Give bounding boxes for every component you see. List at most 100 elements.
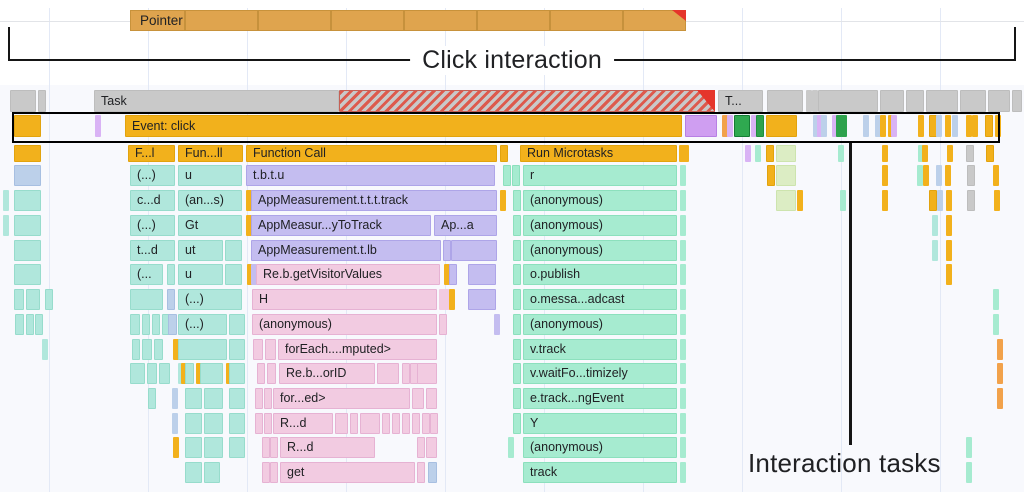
flame-block[interactable] — [45, 289, 53, 310]
block-task[interactable]: Task — [94, 90, 339, 112]
flame-block[interactable] — [229, 314, 245, 335]
flame-block[interactable] — [95, 115, 101, 137]
flame-block[interactable] — [439, 314, 447, 335]
block-anonymous[interactable]: (anonymous) — [252, 314, 437, 335]
flame-block[interactable] — [513, 388, 521, 409]
flame-block[interactable] — [14, 215, 41, 236]
flame-block[interactable] — [967, 190, 975, 211]
flame-block[interactable] — [265, 339, 276, 360]
block[interactable]: (... — [130, 264, 163, 285]
flame-block[interactable] — [185, 388, 202, 409]
flame-block[interactable] — [995, 115, 1001, 137]
block-c-d[interactable]: c...d — [130, 190, 175, 211]
flame-block[interactable] — [997, 388, 1003, 409]
flame-block[interactable] — [972, 115, 978, 137]
block-function-call[interactable]: Function Call — [246, 145, 497, 162]
block-fun-ll[interactable]: Fun...ll — [178, 145, 243, 162]
block-appmeasurement-t-lb[interactable]: AppMeasurement.t.lb — [251, 240, 441, 261]
block[interactable]: (...) — [130, 215, 175, 236]
flame-block[interactable] — [402, 413, 410, 434]
flame-block[interactable] — [946, 215, 952, 236]
flame-block[interactable] — [937, 190, 943, 211]
flame-block[interactable] — [680, 314, 686, 335]
block-h[interactable]: H — [252, 289, 437, 310]
flame-block[interactable] — [767, 90, 803, 112]
flame-block[interactable] — [204, 462, 220, 483]
flame-block[interactable] — [392, 413, 400, 434]
flame-block[interactable] — [148, 388, 156, 409]
flame-block[interactable] — [225, 240, 242, 261]
flame-block[interactable] — [132, 339, 140, 360]
flame-block[interactable] — [14, 289, 24, 310]
flame-block[interactable] — [246, 215, 252, 236]
flame-block[interactable] — [247, 264, 253, 285]
flame-block[interactable] — [679, 145, 685, 162]
flame-block[interactable] — [906, 90, 924, 112]
flame-block[interactable] — [513, 264, 521, 285]
flame-block[interactable] — [918, 115, 924, 137]
flame-block[interactable] — [360, 413, 380, 434]
flame-block[interactable] — [422, 413, 430, 434]
block-re-b-orid[interactable]: Re.b...orID — [279, 363, 375, 384]
flame-block[interactable] — [680, 363, 686, 384]
block-gt[interactable]: Gt — [178, 215, 242, 236]
flame-block[interactable] — [936, 165, 942, 186]
flame-block[interactable] — [997, 363, 1003, 384]
flame-block[interactable] — [985, 115, 993, 137]
block-foreach-mputed[interactable]: forEach....mputed> — [278, 339, 437, 360]
flame-block[interactable] — [185, 413, 202, 434]
block-r-d[interactable]: R...d — [273, 413, 333, 434]
flame-block[interactable] — [797, 190, 803, 211]
flame-block[interactable] — [500, 190, 506, 211]
flame-block[interactable] — [776, 165, 796, 186]
block[interactable]: (...) — [178, 314, 227, 335]
flame-block[interactable] — [152, 314, 160, 335]
flame-block[interactable] — [755, 145, 761, 162]
flame-block[interactable] — [262, 437, 270, 458]
flame-block[interactable] — [722, 115, 728, 137]
block-appmeasurement-t-t-t-track[interactable]: AppMeasurement.t.t.t.track — [251, 190, 497, 211]
flame-block[interactable] — [680, 388, 686, 409]
flame-block[interactable] — [513, 363, 521, 384]
block-appmeasur-ytotrack[interactable]: AppMeasur...yToTrack — [251, 215, 431, 236]
flame-block[interactable] — [918, 145, 924, 162]
flame-block[interactable] — [821, 115, 827, 137]
flame-block[interactable] — [513, 314, 521, 335]
block-anonymous[interactable]: (anonymous) — [523, 437, 677, 458]
flame-block[interactable] — [264, 413, 272, 434]
block-o-publish[interactable]: o.publish — [523, 264, 677, 285]
flame-block[interactable] — [377, 363, 399, 384]
flame-block[interactable] — [38, 90, 46, 112]
flame-block[interactable] — [229, 437, 245, 458]
flame-block[interactable] — [513, 289, 521, 310]
flame-block[interactable] — [817, 115, 823, 137]
flame-block[interactable] — [443, 240, 451, 261]
block-u[interactable]: u — [178, 264, 223, 285]
flame-block[interactable] — [508, 437, 514, 458]
flame-block[interactable] — [993, 165, 999, 186]
flame-block[interactable] — [751, 115, 757, 137]
flame-block[interactable] — [251, 264, 257, 285]
flame-block[interactable] — [417, 462, 425, 483]
flame-block[interactable] — [818, 90, 878, 112]
flame-block[interactable] — [14, 115, 41, 137]
flame-block[interactable] — [680, 437, 686, 458]
flame-block[interactable] — [26, 289, 40, 310]
flame-block[interactable] — [26, 314, 34, 335]
flame-block[interactable] — [229, 388, 245, 409]
block-u[interactable]: u — [178, 165, 242, 186]
flame-block[interactable] — [200, 363, 223, 384]
flame-block[interactable] — [130, 363, 145, 384]
flame-block[interactable] — [204, 437, 223, 458]
flame-block[interactable] — [812, 90, 818, 112]
flame-block[interactable] — [766, 115, 797, 137]
flame-block[interactable] — [14, 190, 41, 211]
block-anonymous[interactable]: (anonymous) — [523, 215, 677, 236]
flame-block[interactable] — [929, 190, 937, 211]
block-y[interactable]: Y — [523, 413, 677, 434]
flame-block[interactable] — [923, 165, 929, 186]
flame-block[interactable] — [727, 115, 733, 137]
flame-block[interactable] — [154, 339, 163, 360]
flame-block[interactable] — [257, 363, 265, 384]
flame-block[interactable] — [776, 145, 796, 162]
